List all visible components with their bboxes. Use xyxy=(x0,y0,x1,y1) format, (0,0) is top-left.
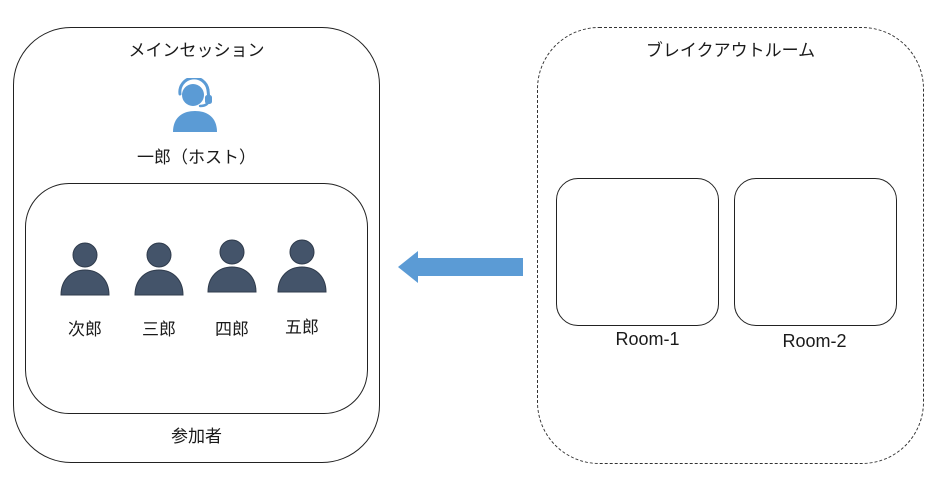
breakout-title: ブレイクアウトルーム xyxy=(645,41,816,61)
participants-group-label: 参加者 xyxy=(171,427,222,447)
user-icon xyxy=(277,239,327,293)
user-icon xyxy=(207,239,257,293)
arrow-left-icon xyxy=(398,251,523,283)
participant-label: 五郎 xyxy=(285,318,319,338)
participant-label: 三郎 xyxy=(142,320,176,340)
user-icon xyxy=(134,242,184,296)
participants-box xyxy=(25,183,368,414)
host-label: 一郎（ホスト） xyxy=(137,148,256,168)
headset-user-icon xyxy=(173,78,217,132)
main-session-title: メインセッション xyxy=(128,41,265,61)
participant-label: 四郎 xyxy=(215,320,249,340)
user-icon xyxy=(60,242,110,296)
participant-label: 次郎 xyxy=(68,320,102,340)
room-box xyxy=(556,178,719,326)
room-label: Room-1 xyxy=(615,329,680,349)
main-session-box xyxy=(13,27,380,463)
room-label: Room-2 xyxy=(782,331,847,351)
room-box xyxy=(734,178,897,326)
breakout-area-box xyxy=(537,27,924,464)
